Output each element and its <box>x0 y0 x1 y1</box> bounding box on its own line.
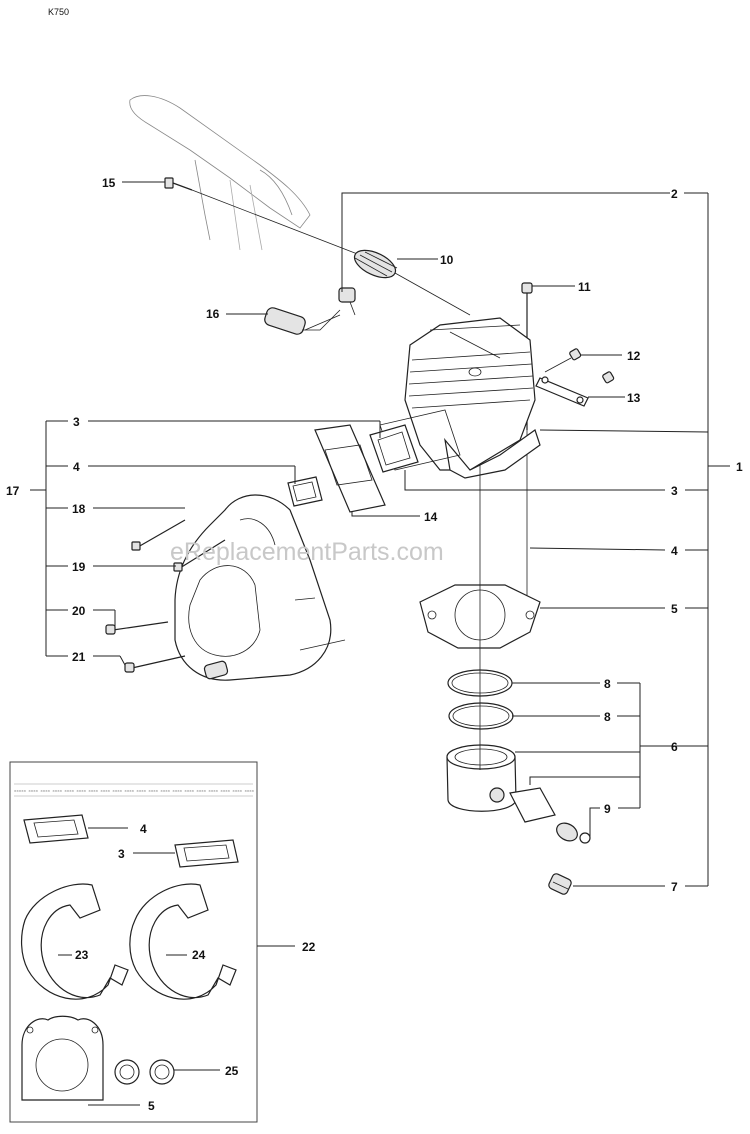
screw-part-19 <box>173 539 226 572</box>
callout-22: 22 <box>302 940 316 954</box>
callout-5: 5 <box>671 602 678 616</box>
screw-part-18 <box>131 519 186 551</box>
callout-24: 24 <box>192 948 206 962</box>
callout-18: 18 <box>72 502 86 516</box>
callout-4-left: 4 <box>73 460 80 474</box>
watermark: eReplacementParts.com <box>170 538 444 566</box>
callout-6: 6 <box>671 740 678 754</box>
screw-part-20 <box>105 621 169 635</box>
valve-part-2 <box>338 287 356 316</box>
spring-part-10 <box>353 249 471 316</box>
callout-9: 9 <box>604 802 611 816</box>
callout-11: 11 <box>578 280 591 294</box>
callout-8-lower: 8 <box>604 710 611 724</box>
callout-12: 12 <box>627 349 641 363</box>
cylinder-part-1 <box>379 317 541 479</box>
callout-25: 25 <box>225 1064 239 1078</box>
callout-16: 16 <box>206 307 220 321</box>
callout-14: 14 <box>424 510 438 524</box>
callout-21: 21 <box>72 650 86 664</box>
callout-17: 17 <box>6 484 20 498</box>
piston-pin-part-9 <box>509 787 591 844</box>
gasket-part-4 <box>287 476 323 507</box>
callout-8-upper: 8 <box>604 677 611 691</box>
leader-lines <box>30 181 730 887</box>
callout-15: 15 <box>102 176 116 190</box>
callout-13: 13 <box>627 391 641 405</box>
model-label: K750 <box>48 7 69 17</box>
callout-1: 1 <box>736 460 743 474</box>
bolt-part-12 <box>544 348 582 373</box>
intake-plate-part-14 <box>314 424 386 513</box>
bracket-part-13 <box>535 371 615 407</box>
callout-7: 7 <box>671 880 678 894</box>
handle-bar-outline <box>129 95 311 251</box>
callout-10: 10 <box>440 253 454 267</box>
gasket-part-3 <box>369 424 419 473</box>
callout-4-kit: 4 <box>140 822 147 836</box>
callout-labels: 2 10 11 12 13 15 16 1 3 4 17 18 19 20 21… <box>6 176 743 1113</box>
callout-2: 2 <box>671 187 678 201</box>
bearing-part-7 <box>548 873 572 895</box>
callout-3-right: 3 <box>671 484 678 498</box>
callout-3-left: 3 <box>73 415 80 429</box>
muffler-part-17 <box>174 494 346 681</box>
callout-5-kit: 5 <box>148 1099 155 1113</box>
callout-3-kit: 3 <box>118 847 125 861</box>
screw-part-15 <box>164 177 361 256</box>
callout-23: 23 <box>75 948 89 962</box>
callout-20: 20 <box>72 604 86 618</box>
piston-part-6 <box>446 744 517 812</box>
valve-part-16 <box>264 307 341 335</box>
callout-19: 19 <box>72 560 86 574</box>
callout-4-right: 4 <box>671 544 678 558</box>
kit-header-strip: xxxxx xxxx xxxx xxxx xxxx xxxx xxxx xxxx… <box>14 790 255 794</box>
screw-part-21 <box>124 655 186 673</box>
gasket-kit-box: xxxxx xxxx xxxx xxxx xxxx xxxx xxxx xxxx… <box>9 761 295 1123</box>
piston-ring-part-8-lower <box>448 702 514 730</box>
